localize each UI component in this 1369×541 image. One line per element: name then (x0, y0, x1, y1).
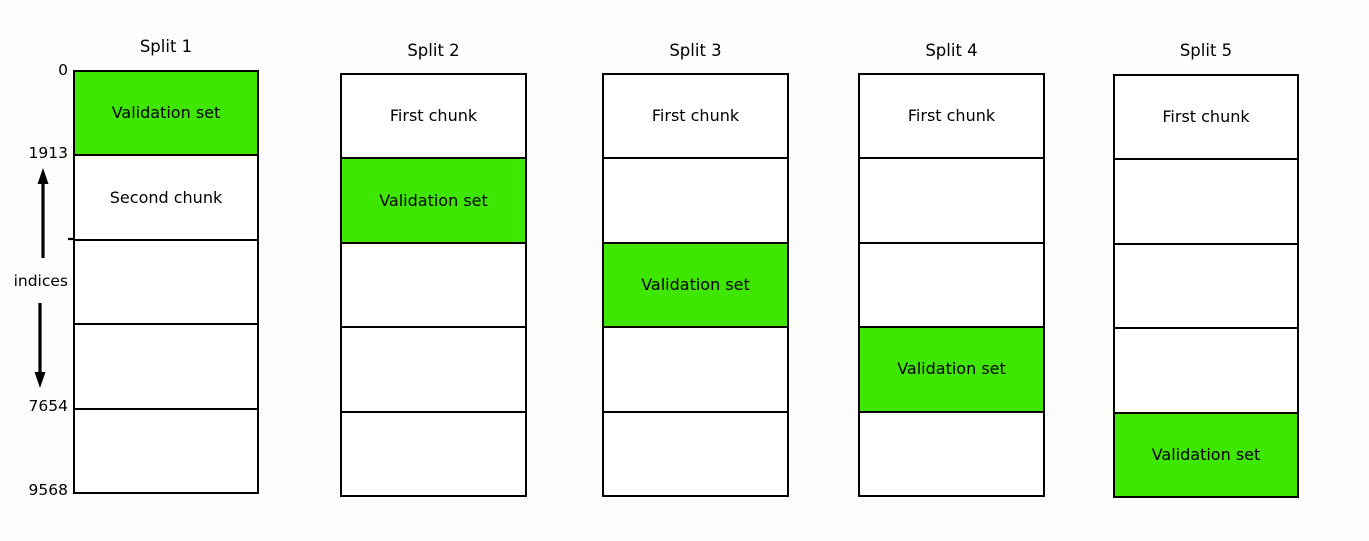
chunk-label: Validation set (111, 103, 221, 123)
chunk-stack-1: Validation set Second chunk (73, 70, 259, 494)
chunk-stack-2: First chunk Validation set (340, 73, 527, 497)
split-title-4: Split 4 (925, 41, 978, 60)
chunk-block-split-1-band-4[interactable] (73, 323, 259, 410)
chunk-label: First chunk (1162, 107, 1250, 127)
axis-direction-arrows (34, 168, 75, 388)
axis-title-indices: indices (13, 272, 68, 290)
chunk-block-split-3-band-4[interactable] (602, 326, 789, 413)
split-title-5: Split 5 (1179, 41, 1233, 60)
chunk-block-split-2-band-1[interactable]: First chunk (340, 73, 527, 160)
chunk-block-split-3-band-1[interactable]: First chunk (602, 73, 789, 160)
chunk-block-split-1-band-5[interactable] (73, 407, 259, 494)
chunk-block-split-1-band-2[interactable]: Second chunk (73, 154, 259, 241)
chunk-block-split-4-band-2[interactable] (858, 157, 1045, 244)
validation-chunk-split-2[interactable]: Validation set (340, 157, 527, 244)
chunk-block-split-4-band-1[interactable]: First chunk (858, 73, 1045, 160)
axis-tick-label-7654: 7654 (28, 397, 68, 415)
split-column-3: Split 3 First chunk Validation set (602, 0, 789, 541)
chunk-block-split-2-band-3[interactable] (340, 241, 527, 329)
split-column-2: Split 2 First chunk Validation set (340, 0, 527, 541)
validation-chunk-split-3[interactable]: Validation set (602, 241, 789, 329)
chunk-label: Validation set (641, 274, 750, 294)
validation-chunk-split-4[interactable]: Validation set (858, 326, 1045, 413)
chunk-block-split-4-band-3[interactable] (858, 241, 1045, 329)
split-title-2: Split 2 (407, 41, 460, 60)
chunk-block-split-3-band-5[interactable] (602, 410, 789, 497)
chunk-label: First chunk (651, 106, 740, 126)
split-column-4: Split 4 First chunk Validation set (858, 0, 1045, 541)
chunk-block-split-2-band-4[interactable] (340, 326, 527, 413)
chunk-label: First chunk (907, 106, 996, 126)
split-column-1: Split 1 Validation set Second chunk (73, 0, 259, 541)
chunk-label: Validation set (1151, 444, 1261, 464)
arrow-down-icon (34, 303, 46, 388)
arrow-up-icon (37, 168, 49, 258)
validation-chunk-split-1[interactable]: Validation set (73, 70, 259, 157)
chunk-block-split-4-band-5[interactable] (858, 410, 1045, 497)
indices-axis: 0 1913 indices 7654 9568 (0, 0, 75, 541)
chunk-block-split-3-band-2[interactable] (602, 157, 789, 244)
axis-tick-label-9568: 9568 (28, 481, 68, 499)
validation-chunk-split-5[interactable]: Validation set (1113, 411, 1299, 498)
chunk-label: Validation set (379, 190, 488, 210)
chunk-block-split-5-band-2[interactable] (1113, 158, 1299, 245)
chunk-label: Second chunk (109, 187, 223, 207)
chunk-stack-5: First chunk Validation set (1113, 74, 1299, 498)
chunk-block-split-2-band-5[interactable] (340, 410, 527, 497)
chunk-stack-3: First chunk Validation set (602, 73, 789, 497)
split-title-1: Split 1 (139, 37, 193, 56)
chunk-block-split-5-band-4[interactable] (1113, 327, 1299, 414)
chunk-label: First chunk (389, 106, 478, 126)
chunk-label: Validation set (897, 359, 1006, 379)
axis-tick-label-1913: 1913 (28, 144, 68, 162)
chunk-block-split-1-band-3[interactable] (73, 238, 259, 326)
chunk-stack-4: First chunk Validation set (858, 73, 1045, 497)
axis-tick-label-0: 0 (58, 61, 68, 79)
split-column-5: Split 5 First chunk Validation set (1113, 0, 1299, 541)
chunk-block-split-5-band-1[interactable]: First chunk (1113, 74, 1299, 161)
chunk-block-split-5-band-3[interactable] (1113, 242, 1299, 330)
split-title-3: Split 3 (669, 41, 722, 60)
